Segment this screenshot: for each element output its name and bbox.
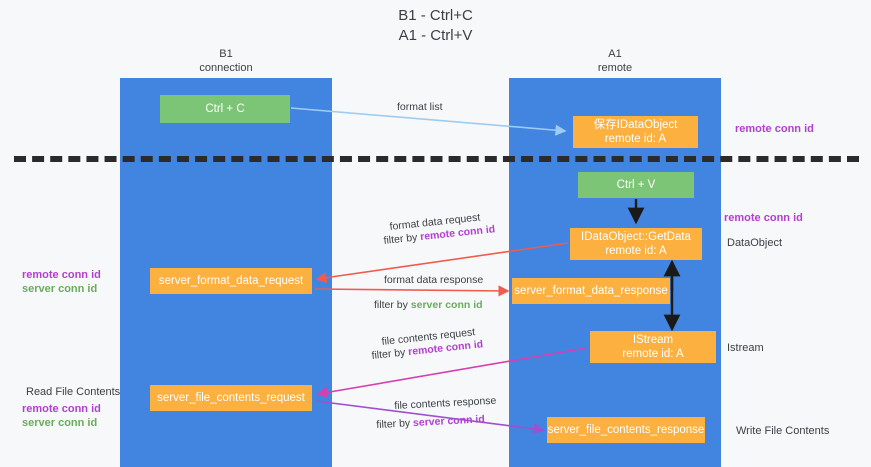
edge-label-file-contents-response: file contents response (394, 394, 497, 412)
annotation-dataobject: DataObject (727, 237, 783, 249)
edge-label-format-data-response: format data response (384, 274, 484, 286)
node-ctrl-v-line1: Ctrl + V (616, 179, 656, 191)
filter-prefix: filter by (383, 231, 421, 247)
diagram-title: B1 - Ctrl+C A1 - Ctrl+V (0, 6, 871, 46)
node-istream-line1: IStream (632, 334, 674, 346)
annotation-server-conn-id-left-1: server conn id (22, 283, 98, 295)
filter-key-server-conn-id: server conn id (412, 413, 486, 430)
node-ctrl-c[interactable]: Ctrl + C (160, 95, 290, 123)
edge-label-file-contents-response-filter: filter by server conn id (376, 413, 485, 432)
node-sfdreq-label: server_format_data_request (158, 275, 304, 287)
annotation-write-file-contents: Write File Contents (736, 425, 830, 437)
title-line-1: B1 - Ctrl+C (398, 7, 473, 24)
node-getdata-line2: remote id: A (605, 245, 667, 257)
node-idataobject-line1: 保存IDataObject (593, 119, 678, 131)
edge-label-format-data-response-filter: filter by server conn id (374, 299, 483, 312)
annotation-read-file-contents: Read File Contents (26, 386, 121, 398)
swimlane-a1-header: A1 remote (509, 47, 721, 75)
node-idataobject-line2: remote id: A (604, 133, 667, 145)
node-sfdresp-label: server_format_data_response (514, 285, 668, 297)
swimlane-b1-name: B1 (219, 48, 233, 60)
annotation-remote-conn-id-top: remote conn id (735, 123, 814, 135)
swimlane-b1-header: B1 connection (120, 47, 332, 75)
annotation-istream: Istream (727, 342, 764, 354)
node-server-format-data-request[interactable]: server_format_data_request (150, 268, 312, 294)
node-ctrl-v[interactable]: Ctrl + V (578, 172, 694, 198)
annotation-remote-conn-id-left-1: remote conn id (22, 269, 101, 281)
swimlane-b1-subtitle: connection (199, 62, 253, 74)
edge-label-format-list: format list (397, 101, 443, 113)
node-idataobject-getdata[interactable]: IDataObject::GetData remote id: A (570, 228, 702, 260)
filter-prefix: filter by (374, 299, 411, 311)
node-getdata-line1: IDataObject::GetData (581, 231, 691, 243)
node-istream[interactable]: IStream remote id: A (590, 331, 716, 363)
phase-divider (14, 156, 859, 162)
node-ctrl-c-line1: Ctrl + C (205, 103, 245, 115)
filter-prefix: filter by (376, 417, 414, 431)
node-server-file-contents-request[interactable]: server_file_contents_request (150, 385, 312, 411)
node-server-format-data-response[interactable]: server_format_data_response (512, 278, 670, 304)
filter-prefix: filter by (371, 346, 409, 362)
annotation-server-conn-id-left-2: server conn id (22, 417, 98, 429)
annotation-remote-conn-id-mid: remote conn id (724, 212, 803, 224)
annotation-left-conn-ids-upper: remote conn id server conn id (22, 268, 101, 296)
edge-sfdreq-to-sfdresp (314, 285, 510, 297)
annotation-left-conn-ids-lower: remote conn id server conn id (22, 402, 101, 430)
node-sfcreq-label: server_file_contents_request (157, 392, 305, 404)
title-line-2: A1 - Ctrl+V (398, 27, 473, 44)
node-server-file-contents-response[interactable]: server_file_contents_response (547, 417, 705, 443)
swimlane-a1-subtitle: remote (597, 62, 633, 74)
swimlane-a1-name: A1 (608, 48, 622, 60)
node-idataobject[interactable]: 保存IDataObject remote id: A (573, 116, 698, 148)
node-sfcresp-label: server_file_contents_response (547, 424, 705, 436)
annotation-remote-conn-id-left-2: remote conn id (22, 403, 101, 415)
filter-key-server-conn-id: server conn id (410, 299, 483, 311)
node-istream-line2: remote id: A (622, 348, 684, 360)
